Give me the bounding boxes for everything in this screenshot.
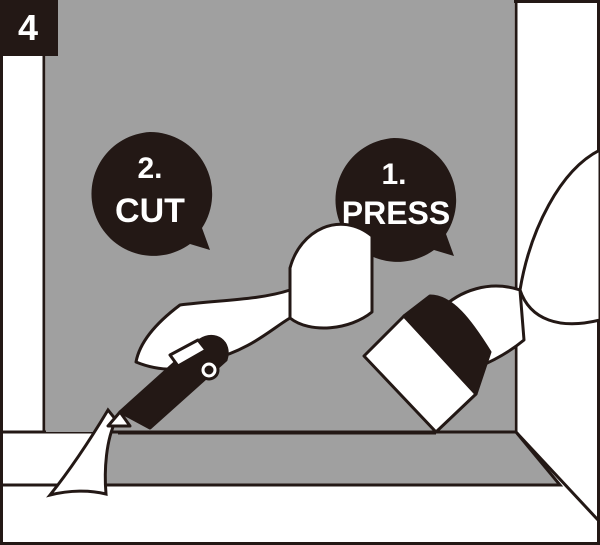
step-number-badge: 4 <box>0 0 58 56</box>
bubble-cut: 2. CUT <box>91 131 213 256</box>
utility-knife-icon <box>106 334 229 430</box>
bubble-press-label: PRESS <box>342 195 450 231</box>
bubble-press-number: 1. <box>381 158 406 191</box>
bubble-cut-number: 2. <box>137 152 162 185</box>
cut-film-strip <box>46 407 118 498</box>
left-arm <box>134 222 374 371</box>
squeegee-icon <box>362 294 492 434</box>
film-flap <box>98 430 564 487</box>
left-hand <box>134 288 292 371</box>
bubble-cut-label: CUT <box>115 192 185 230</box>
